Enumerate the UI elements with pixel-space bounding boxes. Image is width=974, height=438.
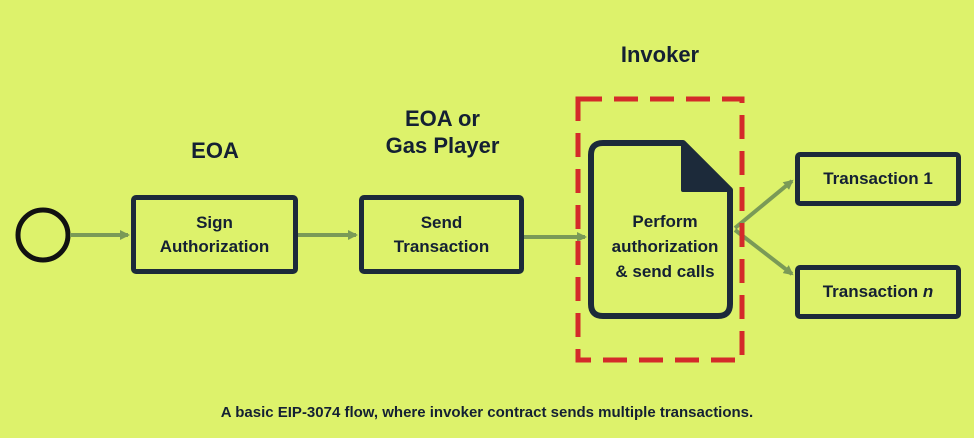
arrow-invoker-to-tx1 xyxy=(733,179,794,230)
eoa-or-gas-player-label: EOA or Gas Player xyxy=(370,105,515,159)
eoa-label: EOA xyxy=(165,137,265,164)
eoa-or-label-line2: Gas Player xyxy=(385,133,500,158)
transaction-1-text: Transaction 1 xyxy=(823,169,933,188)
invoker-dashed-boundary xyxy=(575,96,745,363)
send-node-line1: Send xyxy=(420,212,463,232)
transaction-1-node: Transaction 1 xyxy=(795,152,961,206)
invoker-label: Invoker xyxy=(595,41,725,68)
sign-node-line2: Authorization xyxy=(159,236,270,256)
transaction-n-prefix: Transaction xyxy=(822,282,919,301)
transaction-n-suffix: n xyxy=(922,282,934,301)
transaction-n-node: Transaction n xyxy=(795,265,961,319)
perform-line3: & send calls xyxy=(615,262,715,281)
perform-authorization-node: Perform authorization & send calls xyxy=(600,209,730,284)
send-transaction-node: Send Transaction xyxy=(359,195,524,274)
sign-node-line1: Sign xyxy=(196,212,233,232)
perform-line2: authorization xyxy=(611,237,719,256)
invoker-label-text: Invoker xyxy=(620,42,700,67)
sign-authorization-node: Sign Authorization xyxy=(131,195,298,274)
send-node-line2: Transaction xyxy=(393,236,490,256)
eoa-or-label-line1: EOA or xyxy=(405,106,480,131)
perform-line1: Perform xyxy=(632,212,698,231)
eoa-label-text: EOA xyxy=(191,138,239,163)
figure-caption: A basic EIP-3074 flow, where invoker con… xyxy=(220,404,754,421)
start-event-circle xyxy=(15,207,71,263)
document-fold-icon xyxy=(681,141,732,192)
